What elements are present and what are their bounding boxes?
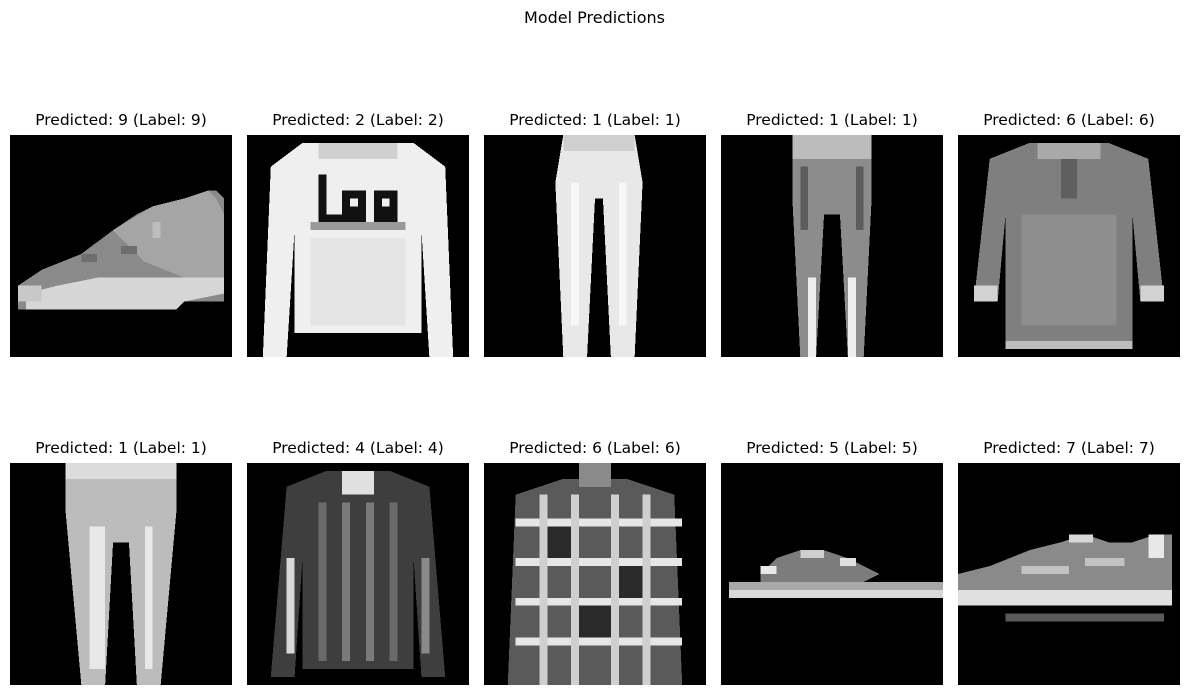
sandal-image — [721, 463, 943, 685]
sneaker-image — [958, 463, 1180, 685]
panel-title: Predicted: 7 (Label: 7) — [983, 439, 1155, 457]
panel-title: Predicted: 5 (Label: 5) — [746, 439, 918, 457]
panel-title: Predicted: 4 (Label: 4) — [272, 439, 444, 457]
panel-title: Predicted: 2 (Label: 2) — [272, 111, 444, 129]
trousers-image — [10, 463, 232, 685]
panel-title: Predicted: 6 (Label: 6) — [509, 439, 681, 457]
pullover-image — [247, 135, 469, 357]
panel-title: Predicted: 1 (Label: 1) — [35, 439, 207, 457]
panel-title: Predicted: 1 (Label: 1) — [746, 111, 918, 129]
shirt-image — [958, 135, 1180, 357]
figure-title: Model Predictions — [524, 8, 665, 27]
panel-title: Predicted: 9 (Label: 9) — [35, 111, 207, 129]
panel-title: Predicted: 6 (Label: 6) — [983, 111, 1155, 129]
trousers-image — [484, 135, 706, 357]
coat-image — [247, 463, 469, 685]
plaid-shirt-image — [484, 463, 706, 685]
panel-title: Predicted: 1 (Label: 1) — [509, 111, 681, 129]
ankle-boot-image — [10, 135, 232, 357]
trousers-image — [721, 135, 943, 357]
